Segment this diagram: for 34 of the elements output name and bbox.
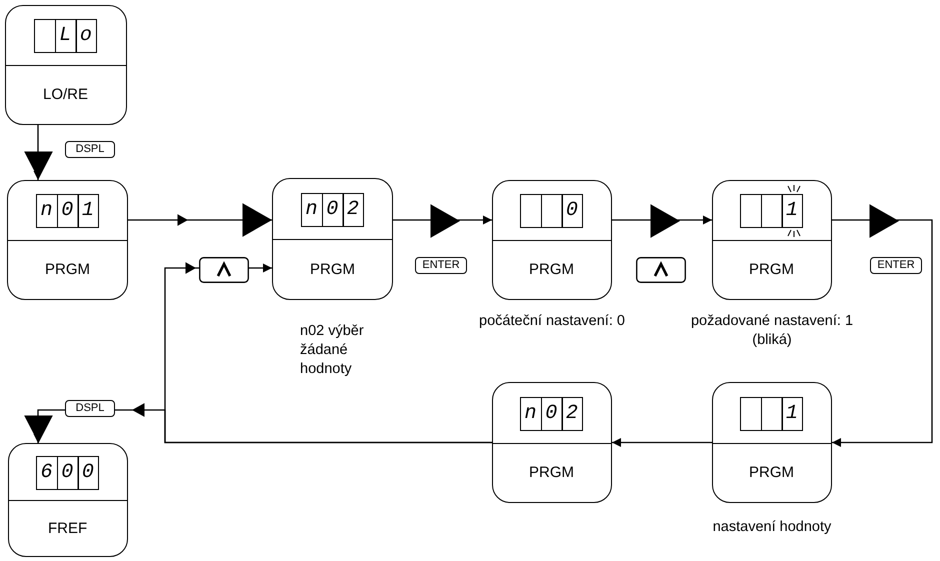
segment-display: 1	[740, 194, 803, 228]
segment-display: 1	[740, 397, 803, 431]
mode-label: LO/RE	[43, 86, 88, 103]
display-panel	[712, 180, 832, 300]
arrow	[393, 204, 492, 238]
mode-label: PRGM	[529, 464, 574, 481]
display-panel	[492, 382, 612, 503]
display-panel	[712, 382, 832, 503]
mode-label: PRGM	[749, 464, 794, 481]
arrow	[24, 403, 492, 444]
mode-label: PRGM	[529, 261, 574, 278]
display-panel	[5, 5, 127, 125]
mode-label: PRGM	[45, 261, 90, 278]
node-label: požadované nastavení: 1 (bliká)	[690, 312, 854, 350]
segment-display: 0	[520, 194, 583, 228]
display-panel	[7, 180, 128, 300]
arrow	[128, 203, 272, 237]
key-label: ENTER	[870, 257, 922, 274]
arrow	[832, 204, 933, 447]
arrow	[612, 204, 712, 238]
mode-label: PRGM	[310, 261, 355, 278]
key-label: ENTER	[415, 257, 467, 274]
arrow	[612, 438, 712, 447]
node-label: počáteční nastavení: 0	[478, 312, 626, 331]
display-panel	[8, 443, 128, 557]
key-label: DSPL	[65, 141, 115, 158]
node-label: nastavení hodnoty	[712, 518, 832, 537]
mode-label: FREF	[48, 520, 88, 537]
display-panel	[492, 180, 612, 300]
node-label: n02 výběr žádané hodnoty	[300, 322, 365, 379]
display-panel	[272, 178, 393, 300]
key-label: DSPL	[65, 400, 115, 417]
mode-label: PRGM	[749, 261, 794, 278]
arrow	[24, 125, 53, 180]
